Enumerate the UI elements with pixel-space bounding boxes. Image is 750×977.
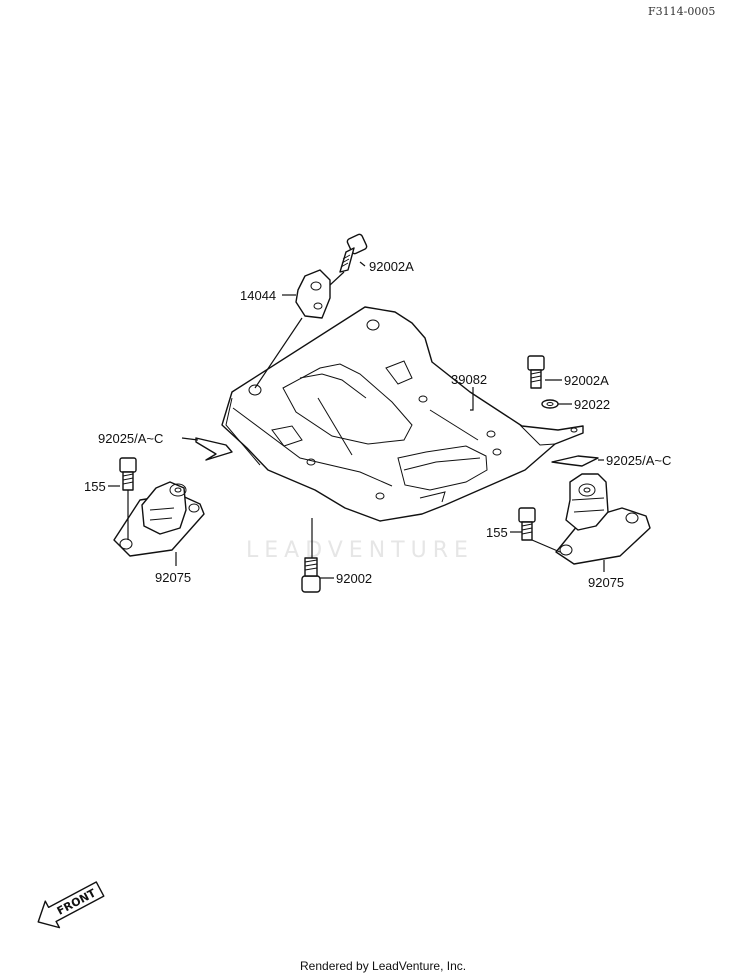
bolt-92002a-top	[329, 233, 368, 286]
label-92075-right: 92075	[588, 575, 624, 590]
diagram-code: F3114-0005	[648, 5, 715, 18]
mount-92075-right	[555, 473, 651, 565]
front-marker: FRONT	[37, 881, 105, 929]
bolt-155-right	[518, 507, 561, 553]
credit-text: Rendered by LeadVenture, Inc.	[300, 959, 466, 973]
skid-plate-39082	[221, 306, 584, 522]
bolt-92002a-right	[527, 355, 545, 389]
bolt-92002-bottom	[301, 557, 321, 593]
front-arrow-icon	[37, 881, 105, 929]
bolt-155-left	[119, 457, 137, 540]
leader-clip-left	[181, 437, 199, 441]
label-39082: 39082	[451, 372, 487, 387]
label-92025-right: 92025/A~C	[606, 453, 671, 468]
label-92002a-top: 92002A	[369, 259, 414, 274]
label-92002-bottom: 92002	[336, 571, 372, 586]
label-155-left: 155	[84, 479, 106, 494]
label-155-right: 155	[486, 525, 508, 540]
watermark-text: LEADVENTURE	[246, 538, 474, 563]
label-92022: 92022	[574, 397, 610, 412]
leader-39082	[470, 387, 474, 411]
bracket-14044	[254, 269, 331, 389]
mount-92075-left	[113, 481, 205, 557]
label-92002a-right: 92002A	[564, 373, 609, 388]
clip-92025-left	[195, 437, 233, 461]
clip-92025-right	[551, 455, 599, 467]
washer-92022	[541, 399, 559, 409]
label-14044: 14044	[240, 288, 276, 303]
label-92025-left: 92025/A~C	[98, 431, 163, 446]
leader-bolt-top	[359, 261, 366, 267]
label-92075-left: 92075	[155, 570, 191, 585]
